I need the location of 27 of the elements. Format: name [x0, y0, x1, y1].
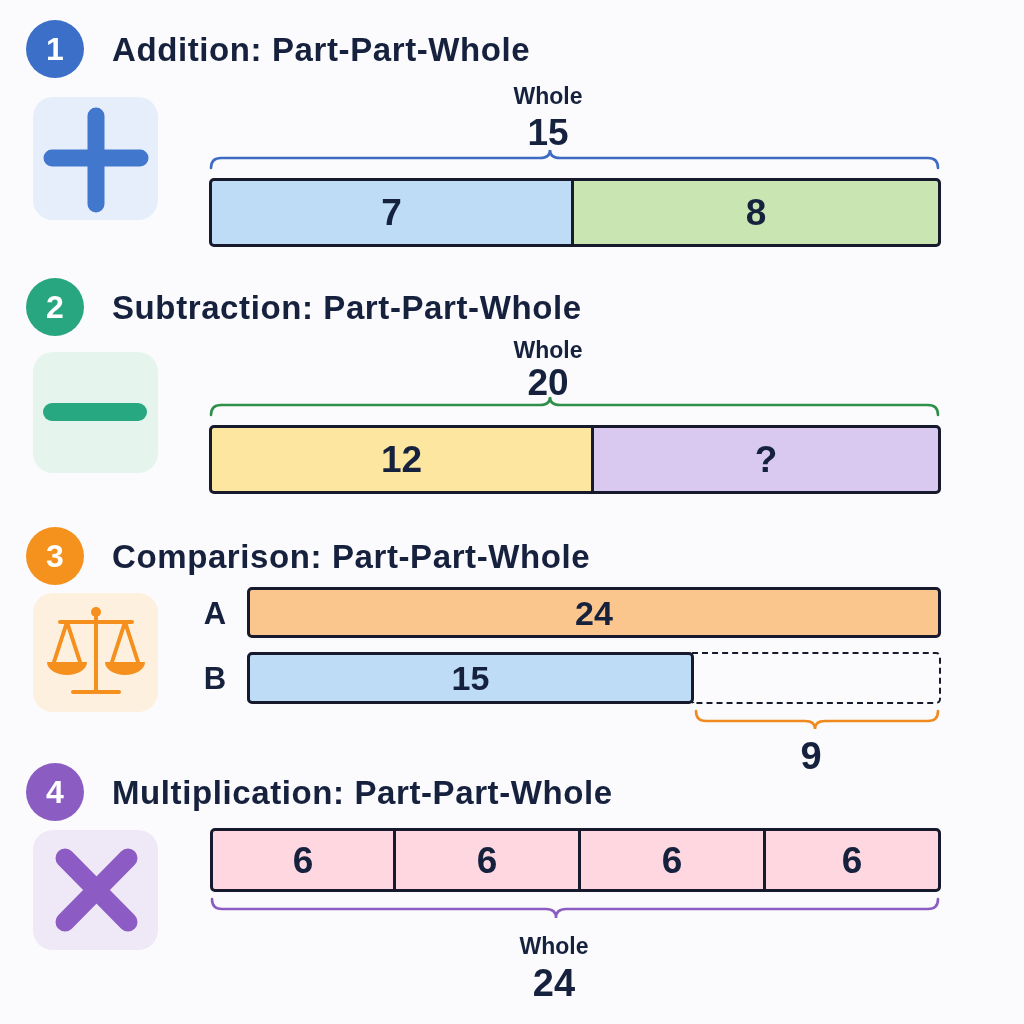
- step-number: 3: [26, 527, 84, 585]
- section-heading: Addition: Part-Part-Whole: [112, 32, 531, 66]
- section-heading: Multiplication: Part-Part-Whole: [112, 775, 613, 809]
- bar-segment: 6: [763, 828, 941, 892]
- whole-label: Whole: [513, 84, 583, 108]
- step-number: 2: [26, 278, 84, 336]
- bar-segment: 24: [247, 587, 941, 638]
- bar-segment: 7: [209, 178, 574, 247]
- step-number: 4: [26, 763, 84, 821]
- row-label: A: [203, 597, 227, 629]
- whole-label: Whole: [519, 934, 589, 958]
- total-value: 15: [527, 113, 569, 151]
- bar-segment: 8: [571, 178, 941, 247]
- bar-segment: ?: [591, 425, 941, 494]
- whole-label: Whole: [513, 338, 583, 362]
- bar-segment: 6: [393, 828, 581, 892]
- section-heading: Subtraction: Part-Part-Whole: [112, 290, 582, 324]
- bar-segment: 6: [210, 828, 396, 892]
- step-number: 1: [26, 20, 84, 78]
- difference-value: 9: [800, 737, 822, 775]
- total-value: 20: [527, 363, 569, 401]
- bar-segment: 12: [209, 425, 594, 494]
- row-label: B: [203, 662, 227, 694]
- bar-segment: 6: [578, 828, 766, 892]
- section-heading: Comparison: Part-Part-Whole: [112, 539, 591, 573]
- total-value: 24: [532, 964, 576, 1002]
- bar-segment: 15: [247, 652, 694, 704]
